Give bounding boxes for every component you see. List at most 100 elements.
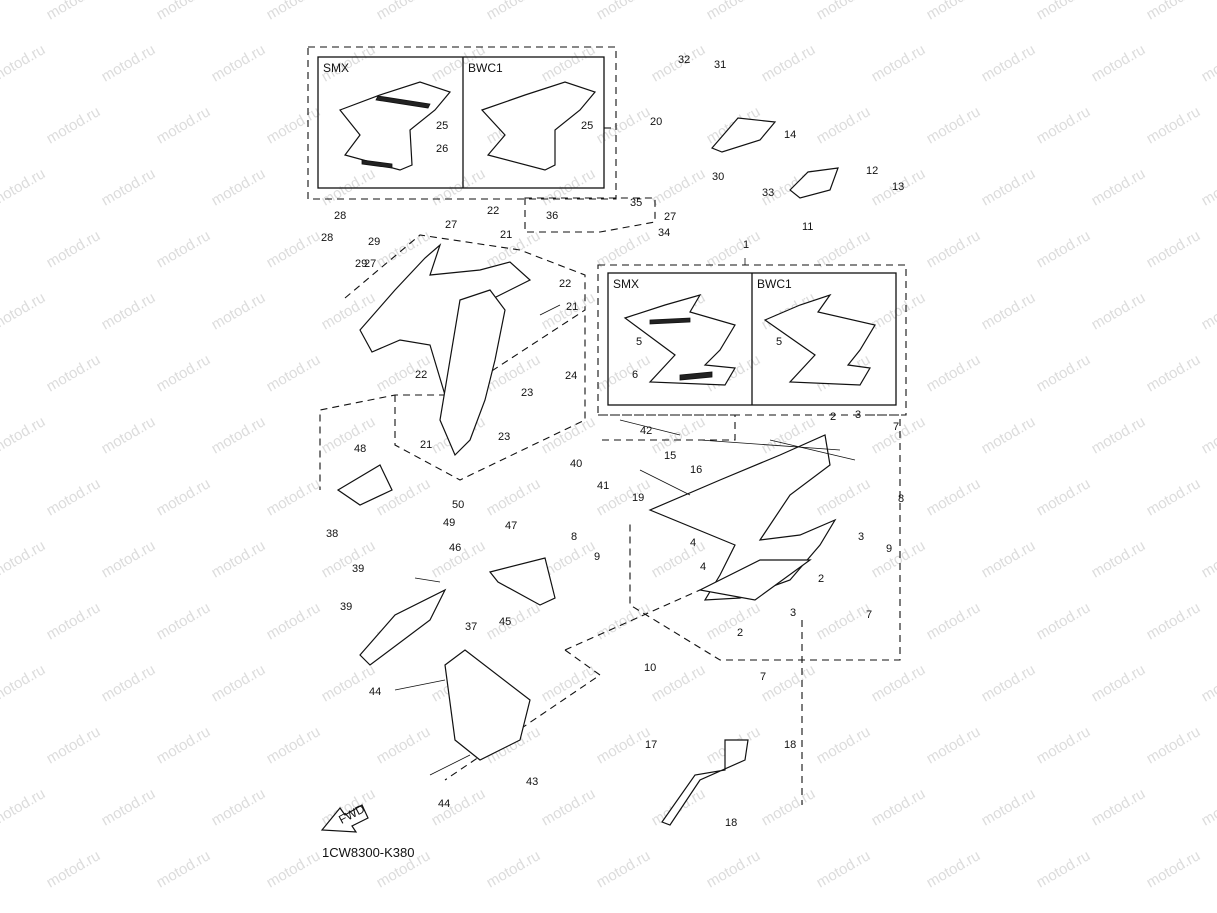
watermark-text: motod.ru: [814, 847, 874, 891]
watermark-text: motod.ru: [979, 661, 1039, 705]
watermark-text: motod.ru: [0, 661, 48, 705]
watermark-text: motod.ru: [649, 661, 709, 705]
callout-17: 17: [645, 739, 657, 751]
callout-21: 21: [566, 301, 578, 313]
watermark-text: motod.ru: [1089, 661, 1149, 705]
callout-18: 18: [784, 739, 796, 751]
watermark-text: motod.ru: [979, 785, 1039, 829]
callout-23: 23: [498, 431, 510, 443]
watermark-text: motod.ru: [649, 165, 709, 209]
watermark-text: motod.ru: [814, 599, 874, 643]
watermark-text: motod.ru: [209, 785, 269, 829]
callout-27: 27: [364, 258, 376, 270]
watermark-text: motod.ru: [484, 0, 544, 23]
watermark-text: motod.ru: [1144, 0, 1204, 23]
callout-29: 29: [368, 236, 380, 248]
callout-34: 34: [658, 227, 670, 239]
watermark-text: motod.ru: [1144, 475, 1204, 519]
watermark-text: motod.ru: [154, 227, 214, 271]
callout-22: 22: [487, 205, 499, 217]
watermark-text: motod.ru: [979, 165, 1039, 209]
watermark-text: motod.ru: [924, 475, 984, 519]
watermark-text: motod.ru: [924, 599, 984, 643]
watermark-text: motod.ru: [924, 103, 984, 147]
watermark-text: motod.ru: [869, 661, 929, 705]
callout-47: 47: [505, 520, 517, 532]
watermark-text: motod.ru: [1144, 847, 1204, 891]
watermark-text: motod.ru: [649, 909, 709, 913]
watermark-text: motod.ru: [649, 413, 709, 457]
watermark-text: motod.ru: [44, 0, 104, 23]
watermark-text: motod.ru: [264, 599, 324, 643]
watermark-text: motod.ru: [979, 289, 1039, 333]
watermark-text: motod.ru: [704, 599, 764, 643]
callout-3: 3: [858, 531, 864, 543]
callout-21: 21: [500, 229, 512, 241]
watermark-text: motod.ru: [99, 289, 159, 333]
callout-28: 28: [321, 232, 333, 244]
part-side-cowling: [648, 434, 837, 601]
watermark-text: motod.ru: [1199, 785, 1217, 829]
leader-lines: [394, 258, 856, 776]
watermark-text: motod.ru: [1199, 289, 1217, 333]
callout-6: 6: [632, 369, 638, 381]
callout-8: 8: [571, 531, 577, 543]
callout-4: 4: [700, 561, 706, 573]
watermark-text: motod.ru: [924, 723, 984, 767]
watermark-text: motod.ru: [1199, 537, 1217, 581]
watermark-text: motod.ru: [0, 537, 48, 581]
watermark-text: motod.ru: [429, 909, 489, 913]
watermark-text: motod.ru: [1199, 413, 1217, 457]
callout-21: 21: [420, 439, 432, 451]
watermark-text: motod.ru: [814, 723, 874, 767]
watermark-text: motod.ru: [209, 413, 269, 457]
watermark-text: motod.ru: [594, 599, 654, 643]
watermark-text: motod.ru: [814, 475, 874, 519]
callout-44: 44: [438, 798, 450, 810]
watermark-text: motod.ru: [924, 0, 984, 23]
watermark-text: motod.ru: [1199, 41, 1217, 85]
watermark-text: motod.ru: [154, 103, 214, 147]
part-inner-panels: [336, 464, 749, 826]
watermark-text: motod.ru: [814, 0, 874, 23]
watermark-text: motod.ru: [1089, 289, 1149, 333]
inset-mid-right-title: BWC1: [757, 277, 792, 291]
callout-31: 31: [714, 59, 726, 71]
watermark-text: motod.ru: [264, 227, 324, 271]
watermark-text: motod.ru: [869, 537, 929, 581]
watermark-text: motod.ru: [1144, 599, 1204, 643]
callout-2: 2: [737, 627, 743, 639]
watermark-text: motod.ru: [869, 785, 929, 829]
watermark-text: motod.ru: [539, 785, 599, 829]
callout-22: 22: [559, 278, 571, 290]
watermark-text: motod.ru: [264, 0, 324, 23]
callout-50: 50: [452, 499, 464, 511]
callout-48: 48: [354, 443, 366, 455]
watermark-text: motod.ru: [154, 0, 214, 23]
inset-mid: SMX BWC1: [597, 264, 907, 416]
callout-10: 10: [644, 662, 656, 674]
watermark-text: motod.ru: [44, 475, 104, 519]
watermark-text: motod.ru: [44, 723, 104, 767]
watermark-text: motod.ru: [1034, 351, 1094, 395]
watermark-text: motod.ru: [209, 165, 269, 209]
callout-39: 39: [340, 601, 352, 613]
callout-19: 19: [632, 492, 644, 504]
watermark-text: motod.ru: [264, 103, 324, 147]
watermark-text: motod.ru: [539, 165, 599, 209]
watermark-text: motod.ru: [1089, 785, 1149, 829]
watermark-text: motod.ru: [594, 351, 654, 395]
watermark-text: motod.ru: [1089, 41, 1149, 85]
group-boundaries: [319, 197, 901, 805]
watermark-text: motod.ru: [1144, 227, 1204, 271]
inset-top-right-title: BWC1: [468, 61, 503, 75]
watermark-text: motod.ru: [154, 599, 214, 643]
watermark-text: motod.ru: [869, 41, 929, 85]
callout-32: 32: [678, 54, 690, 66]
watermark-text: motod.ru: [99, 909, 159, 913]
inset-top-left-title: SMX: [323, 61, 349, 75]
watermark-text: motod.ru: [319, 537, 379, 581]
callout-35: 35: [630, 197, 642, 209]
watermark-text: motod.ru: [99, 413, 159, 457]
